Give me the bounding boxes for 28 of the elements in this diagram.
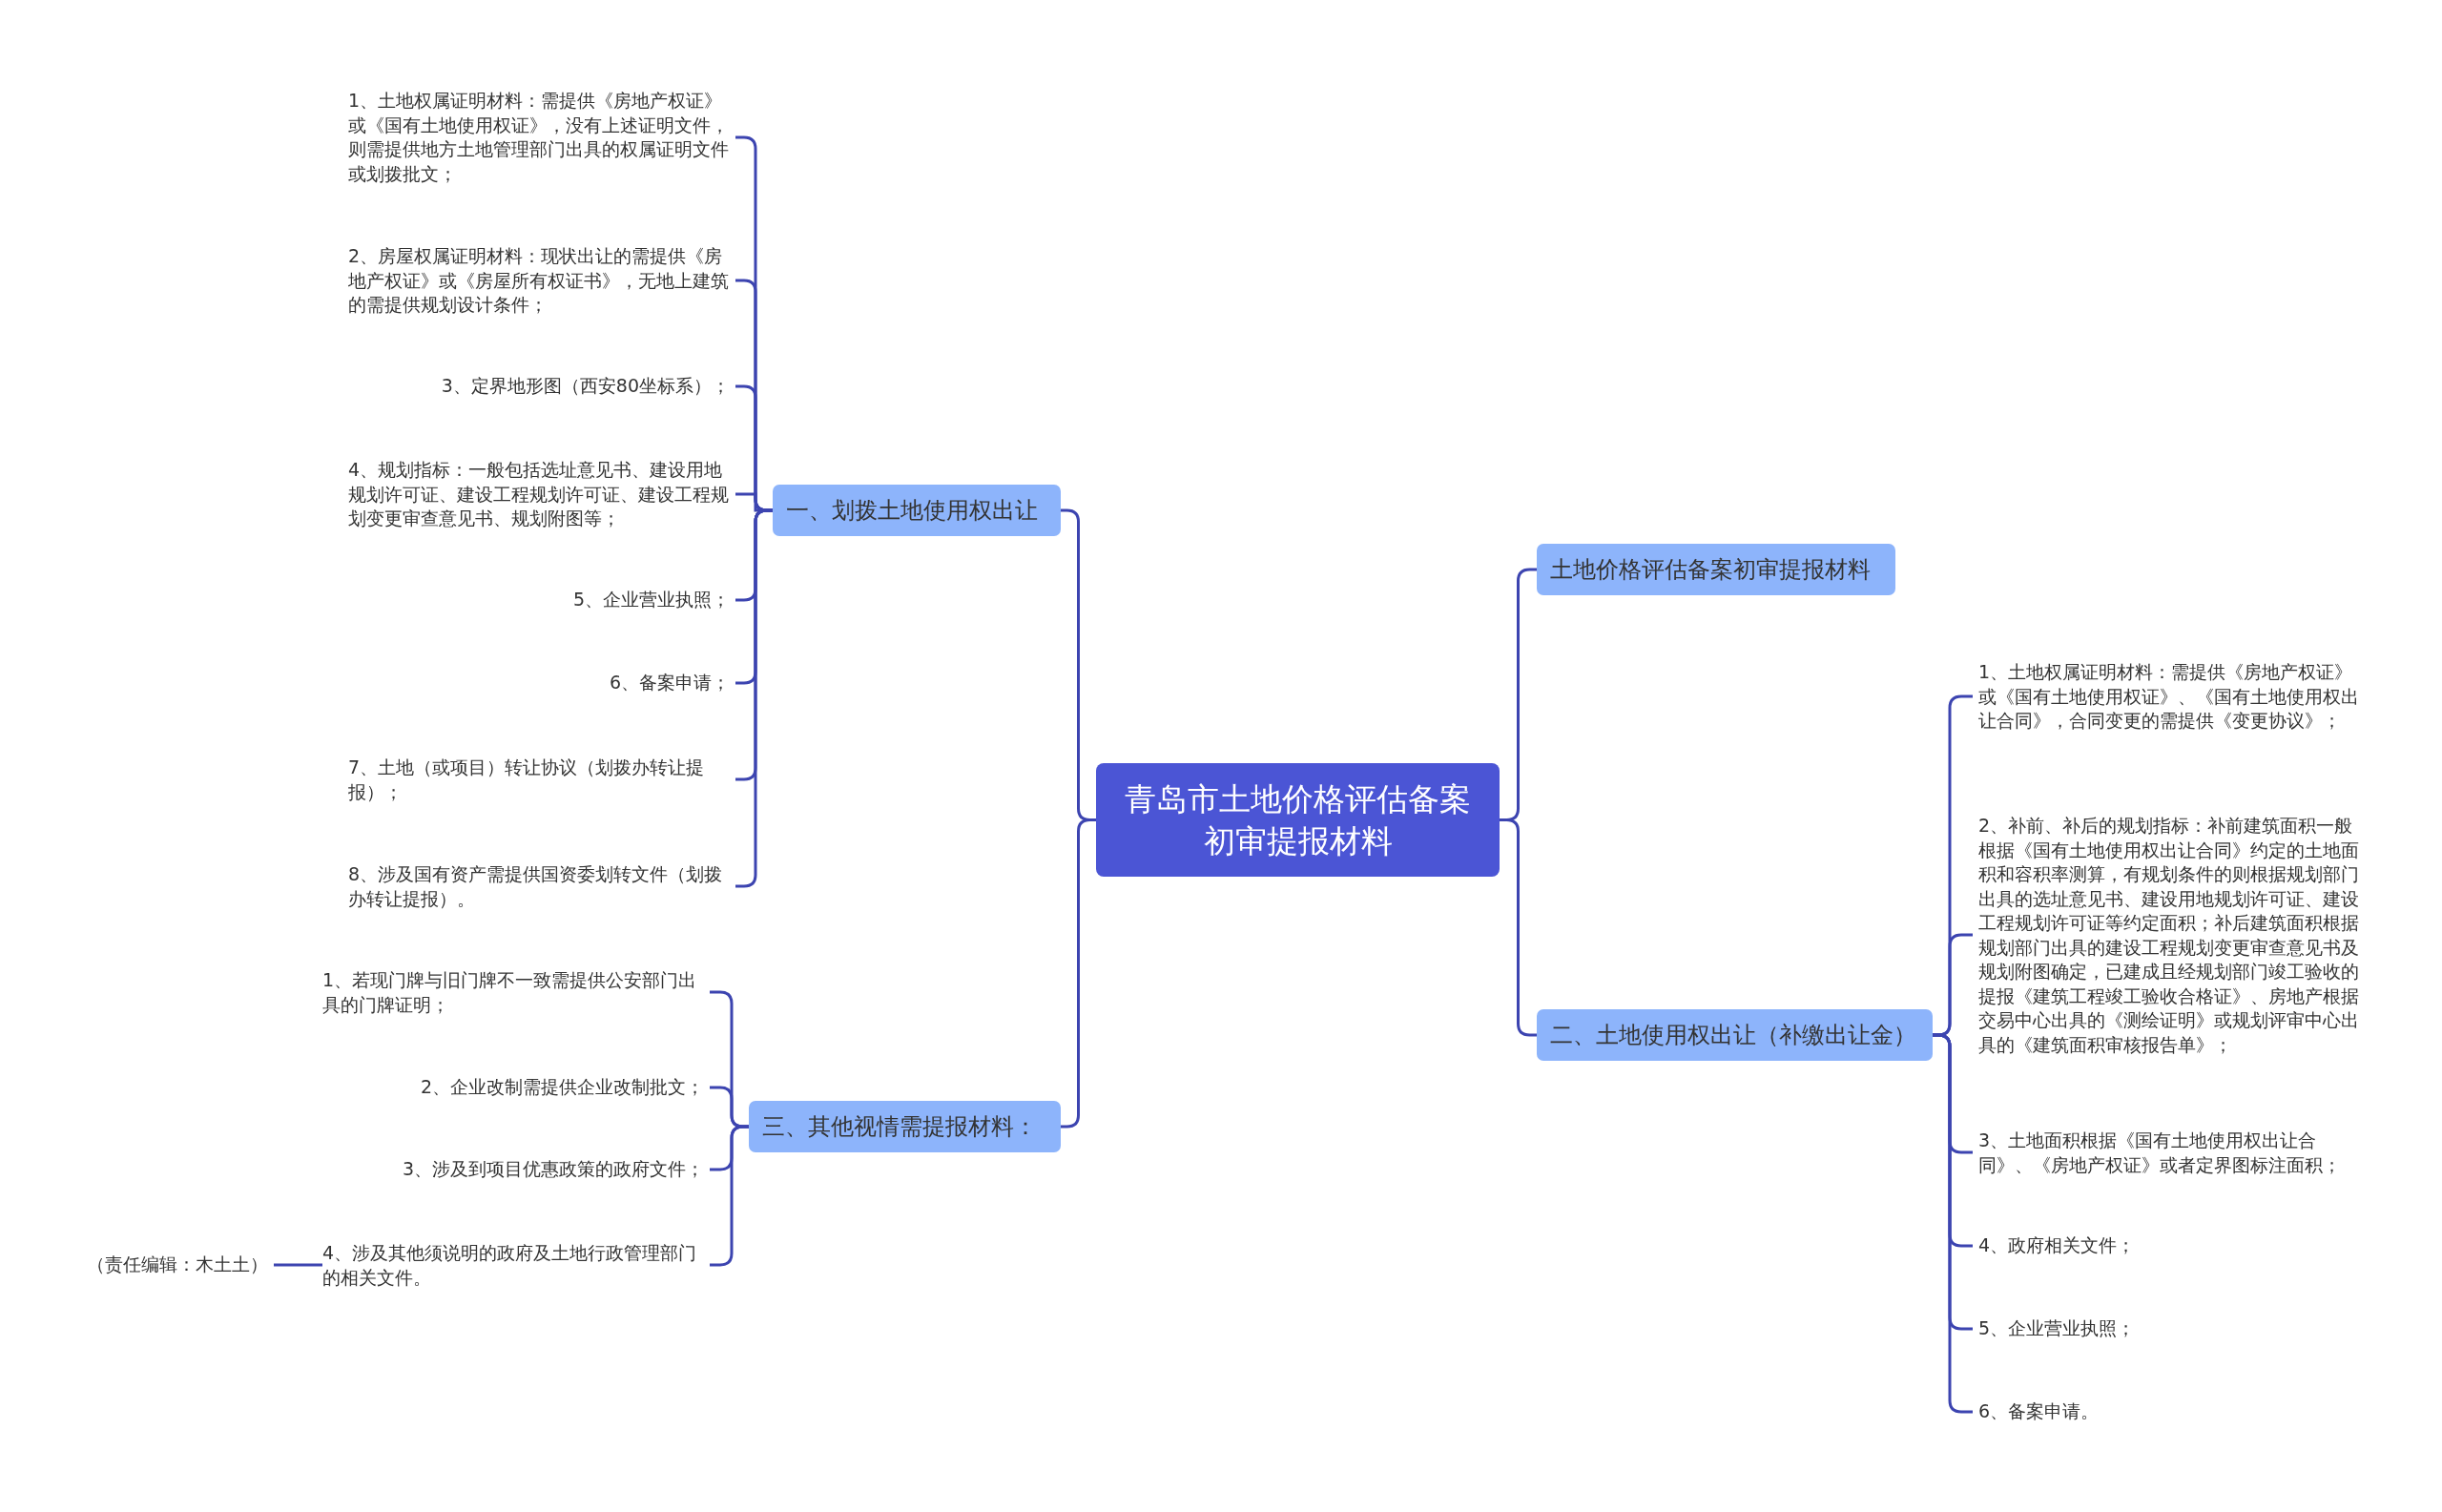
item-text: 3、涉及到项目优惠政策的政府文件； bbox=[402, 1157, 704, 1182]
topic-box: 土地价格评估备案初审提报材料 bbox=[1537, 544, 1895, 595]
item-text: （责任编辑：木土土） bbox=[87, 1253, 268, 1277]
item-text: 6、备案申请； bbox=[609, 671, 730, 695]
item-text: 6、备案申请。 bbox=[1978, 1399, 2100, 1424]
topic-box: 二、土地使用权出让（补缴出让金） bbox=[1537, 1009, 1933, 1061]
item-text: 1、若现门牌与旧门牌不一致需提供公安部门出具的门牌证明； bbox=[322, 967, 704, 1017]
item-text: 3、土地面积根据《国有土地使用权出让合同》、《房地产权证》或者定界图标注面积； bbox=[1978, 1128, 2360, 1177]
item-text: 5、企业营业执照； bbox=[1978, 1316, 2136, 1341]
item-text: 1、土地权属证明材料：需提供《房地产权证》或《国有土地使用权证》、《国有土地使用权出让合同》，合同变更的需提供《变更协议》； bbox=[1978, 659, 2360, 734]
central-topic-box: 青岛市土地价格评估备案初审提报材料 bbox=[1096, 763, 1500, 877]
topic-box: 三、其他视情需提报材料： bbox=[749, 1101, 1061, 1152]
topic-box: 一、划拨土地使用权出让 bbox=[773, 485, 1061, 536]
connector-line bbox=[274, 1263, 322, 1267]
item-text: 2、企业改制需提供企业改制批文； bbox=[420, 1075, 704, 1100]
item-text: 5、企业营业执照； bbox=[572, 588, 730, 612]
item-text: 4、涉及其他须说明的政府及土地行政管理部门的相关文件。 bbox=[322, 1240, 704, 1290]
item-text: 4、规划指标：一般包括选址意见书、建设用地规划许可证、建设工程规划许可证、建设工程规划变更审查意见书、规划附图等； bbox=[348, 457, 730, 531]
item-text: 2、补前、补后的规划指标：补前建筑面积一般根据《国有土地使用权出让合同》约定的土地面积和容积率测算，有规划条件的则根据规划部门出具的选址意见书、建设用地规划许可证、建设工程规划许可证等约定面积；补后建筑面积根据规划部门出具的建设工程规划变更审查意见书及规划附图确定，已建成且经规划部门竣工验收的提报《建筑工程竣工验收合格证》、房地产根据交易中心出具的《测绘证明》或规划评审中心出具的《建筑面积审核报告单》； bbox=[1978, 813, 2360, 1057]
item-text: 1、土地权属证明材料：需提供《房地产权证》或《国有土地使用权证》，没有上述证明文件，则需提供地方土地管理部门出具的权属证明文件或划拨批文； bbox=[348, 89, 730, 186]
item-text: 8、涉及国有资产需提供国资委划转文件（划拨办转让提报）。 bbox=[348, 861, 730, 911]
item-text: 2、房屋权属证明材料：现状出让的需提供《房地产权证》或《房屋所有权证书》，无地上建筑的需提供规划设计条件； bbox=[348, 243, 730, 318]
item-text: 7、土地（或项目）转让协议（划拨办转让提报）； bbox=[348, 755, 730, 804]
connector-line bbox=[1500, 818, 1537, 1037]
item-text: 3、定界地形图（西安80坐标系）； bbox=[441, 374, 730, 399]
connector-line bbox=[1933, 1033, 1973, 1414]
connector-line bbox=[1061, 818, 1096, 1129]
item-text: 4、政府相关文件； bbox=[1978, 1233, 2136, 1258]
